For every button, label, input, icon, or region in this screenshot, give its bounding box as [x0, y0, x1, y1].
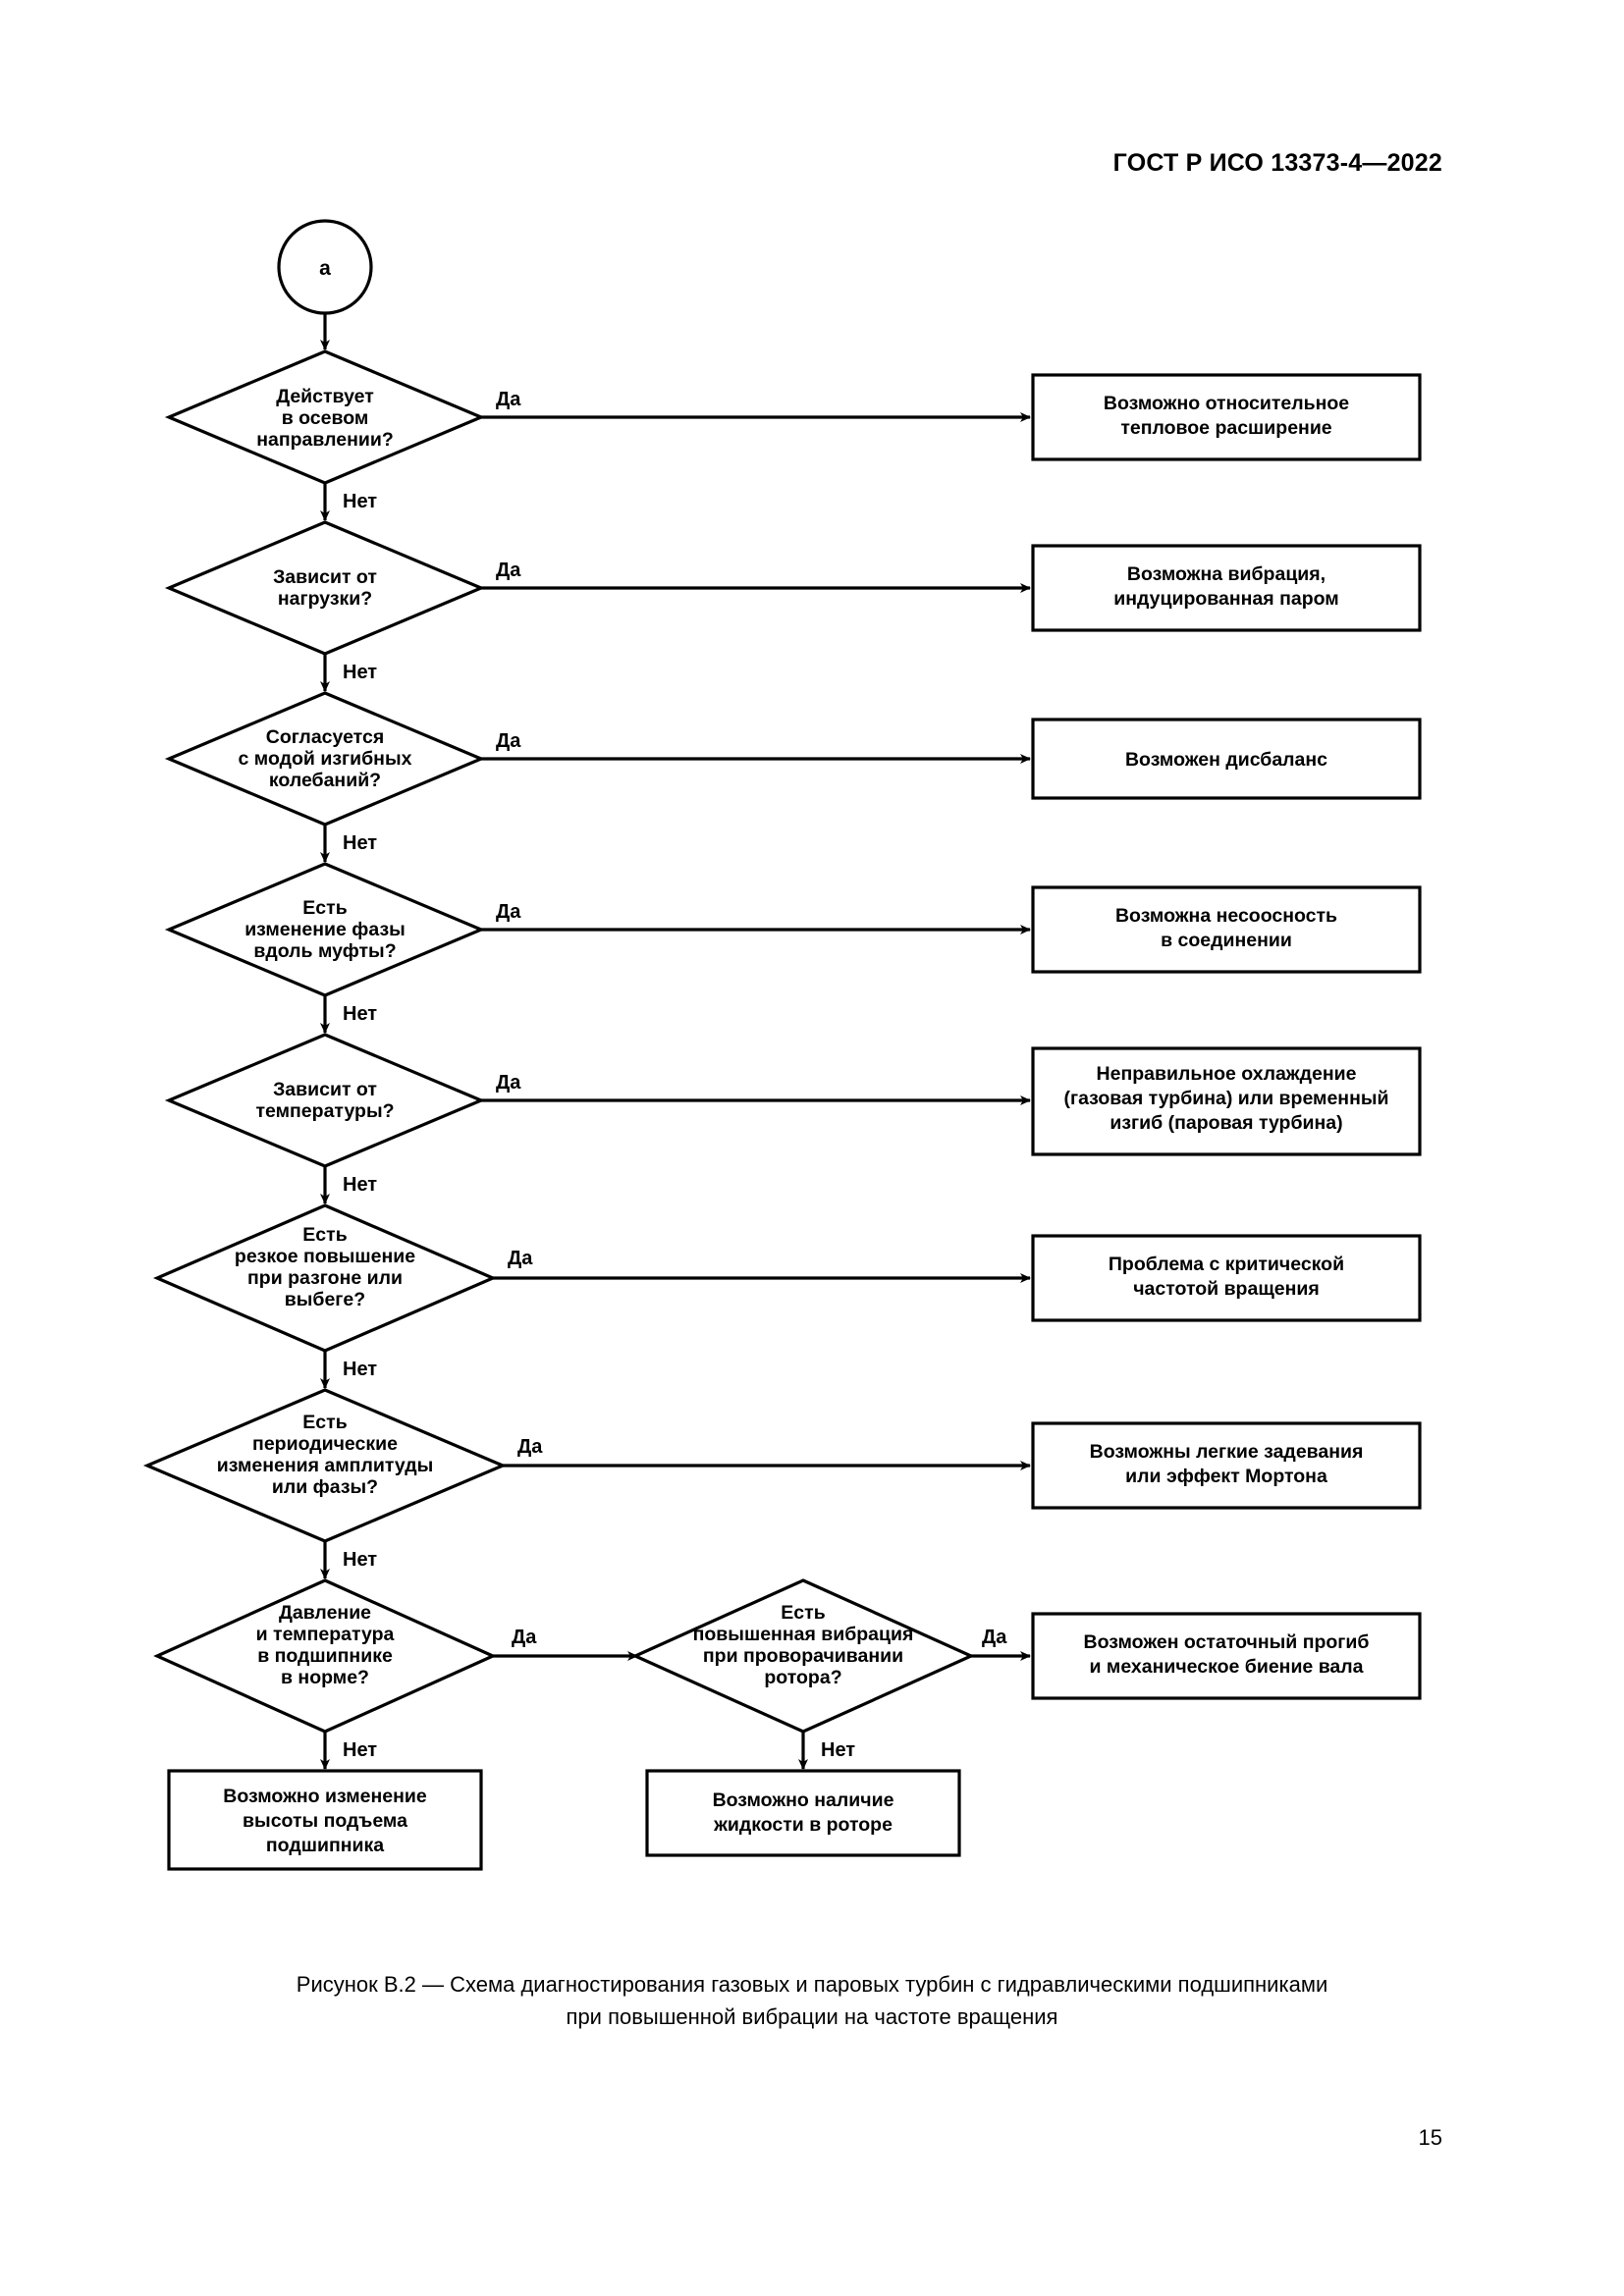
edge-label-phase-shift-no: Нет [343, 1003, 377, 1025]
outcome-rub-morton-line-2: или эффект Мортона [1125, 1466, 1327, 1487]
outcome-cooling-bow-line-2: (газовая турбина) или временный [1063, 1088, 1388, 1109]
edge-label-turning-vib-yes: Да [982, 1627, 1007, 1648]
decision-turning-vib-line-1: Есть [781, 1602, 825, 1624]
decision-bending-mode-line-2: с модой изгибных [239, 748, 412, 770]
outcome-residual-bow-line-2: и механическое биение вала [1089, 1656, 1363, 1678]
outcome-steam-vibration-line-1: Возможна вибрация, [1127, 563, 1326, 585]
decision-temperature: Зависит от температуры? [164, 1033, 486, 1168]
edge-label-periodic-yes: Да [517, 1436, 543, 1458]
outcome-liquid-in-rotor-line-2: жидкости в роторе [713, 1814, 893, 1836]
outcome-critical-speed-line-1: Проблема с критической [1109, 1254, 1344, 1275]
decision-turning-vib-line-3: при проворачивании [703, 1645, 903, 1667]
decision-runup-line-4: выбеге? [285, 1289, 365, 1310]
decision-bearing-norm-line-3: в подшипнике [257, 1645, 393, 1667]
decision-periodic: Есть периодические изменения амплитуды и… [142, 1388, 508, 1543]
edge-label-load-no: Нет [343, 662, 377, 683]
decision-bearing-norm-line-4: в норме? [281, 1667, 369, 1688]
outcome-unbalance: Возможен дисбаланс [1031, 718, 1422, 800]
decision-bearing-norm-line-2: и температура [256, 1624, 395, 1645]
decision-phase-shift-line-1: Есть [302, 897, 347, 919]
decision-axial-line-1: Действует [276, 386, 374, 407]
decision-turning-vib-line-2: повышенная вибрация [693, 1624, 914, 1645]
outcome-misalignment-line-2: в соединении [1161, 930, 1292, 951]
start-node-a: a [277, 219, 373, 315]
outcome-residual-bow: Возможен остаточный прогиб и механическо… [1031, 1612, 1422, 1700]
edge-label-temperature-no: Нет [343, 1174, 377, 1196]
edge-label-bending-mode-yes: Да [496, 730, 521, 752]
outcome-steam-vibration-line-2: индуцированная паром [1113, 588, 1338, 610]
outcome-liquid-in-rotor: Возможно наличие жидкости в роторе [645, 1769, 961, 1857]
decision-phase-shift-line-3: вдоль муфты? [253, 940, 396, 962]
edge-label-bearing-norm-no: Нет [343, 1739, 377, 1761]
edge-label-bearing-norm-yes: Да [512, 1627, 537, 1648]
decision-bending-mode-line-1: Согласуется [266, 726, 384, 748]
outcome-steam-vibration: Возможна вибрация, индуцированная паром [1031, 544, 1422, 632]
decision-temperature-line-1: Зависит от [273, 1079, 377, 1100]
decision-periodic-line-2: периодические [252, 1433, 398, 1455]
outcome-thermal-expansion-line-1: Возможно относительное [1104, 393, 1349, 414]
start-node-label: a [319, 257, 331, 280]
decision-turning-vib: Есть повышенная вибрация при проворачива… [631, 1578, 975, 1734]
decision-bending-mode: Согласуется с модой изгибных колебаний? [164, 691, 486, 827]
edge-label-periodic-no: Нет [343, 1549, 377, 1571]
page-number: 15 [1418, 2125, 1442, 2150]
outcome-cooling-bow-line-1: Неправильное охлаждение [1097, 1063, 1357, 1085]
outcome-bearing-lift-line-2: высоты подъема [243, 1810, 407, 1832]
outcome-cooling-bow: Неправильное охлаждение (газовая турбина… [1031, 1046, 1422, 1156]
decision-runup-line-1: Есть [302, 1224, 347, 1246]
outcome-unbalance-line-1: Возможен дисбаланс [1125, 749, 1327, 771]
outcome-bearing-lift-line-3: подшипника [266, 1835, 384, 1856]
figure-b2-flowchart: a Действует в осевом направлении? Да Нет… [0, 206, 1624, 1963]
edge-label-phase-shift-yes: Да [496, 901, 521, 923]
edge-label-turning-vib-no: Нет [821, 1739, 855, 1761]
decision-load-line-1: Зависит от [273, 566, 377, 588]
outcome-thermal-expansion-line-2: тепловое расширение [1120, 417, 1331, 439]
figure-caption-line-2: при повышенной вибрации на частоте враще… [566, 2004, 1058, 2029]
outcome-thermal-expansion: Возможно относительное тепловое расширен… [1031, 373, 1422, 461]
decision-runup-line-2: резкое повышение [235, 1246, 415, 1267]
outcome-cooling-bow-line-3: изгиб (паровая турбина) [1110, 1112, 1342, 1134]
decision-load-line-2: нагрузки? [278, 588, 372, 610]
edge-label-temperature-yes: Да [496, 1072, 521, 1094]
edge-label-axial-yes: Да [496, 389, 521, 410]
decision-load: Зависит от нагрузки? [164, 520, 486, 656]
edge-label-runup-no: Нет [343, 1359, 377, 1380]
outcome-critical-speed: Проблема с критической частотой вращения [1031, 1234, 1422, 1322]
decision-temperature-line-2: температуры? [255, 1100, 394, 1122]
decision-bearing-norm-line-1: Давление [279, 1602, 371, 1624]
outcome-liquid-in-rotor-line-1: Возможно наличие [713, 1789, 894, 1811]
edge-label-bending-mode-no: Нет [343, 832, 377, 854]
outcome-misalignment-line-1: Возможна несоосность [1115, 905, 1337, 927]
decision-axial: Действует в осевом направлении? [164, 349, 486, 485]
figure-caption: Рисунок В.2 — Схема диагностирования газ… [0, 1968, 1624, 2033]
decision-runup-line-3: при разгоне или [247, 1267, 403, 1289]
decision-phase-shift-line-2: изменение фазы [244, 919, 406, 940]
decision-turning-vib-line-4: ротора? [764, 1667, 841, 1688]
outcome-rub-morton-line-1: Возможны легкие задевания [1090, 1441, 1364, 1463]
figure-caption-line-1: Рисунок В.2 — Схема диагностирования газ… [296, 1972, 1328, 1997]
outcome-bearing-lift-line-1: Возможно изменение [223, 1786, 427, 1807]
decision-axial-line-3: направлении? [256, 429, 394, 451]
edge-label-runup-yes: Да [508, 1248, 533, 1269]
edge-label-load-yes: Да [496, 560, 521, 581]
outcome-misalignment: Возможна несоосность в соединении [1031, 885, 1422, 974]
decision-axial-line-2: в осевом [282, 407, 369, 429]
decision-phase-shift: Есть изменение фазы вдоль муфты? [164, 862, 486, 997]
decision-periodic-line-4: или фазы? [272, 1476, 378, 1498]
outcome-residual-bow-line-1: Возможен остаточный прогиб [1084, 1631, 1370, 1653]
decision-periodic-line-1: Есть [302, 1412, 347, 1433]
outcome-rub-morton: Возможны легкие задевания или эффект Мор… [1031, 1421, 1422, 1510]
document-header-standard-number: ГОСТ Р ИСО 13373-4—2022 [1112, 149, 1442, 177]
decision-bearing-norm: Давление и температура в подшипнике в но… [153, 1578, 497, 1734]
outcome-bearing-lift: Возможно изменение высоты подъема подшип… [167, 1769, 483, 1871]
outcome-critical-speed-line-2: частотой вращения [1133, 1278, 1320, 1300]
edge-label-axial-no: Нет [343, 491, 377, 512]
flowchart-svg: a Действует в осевом направлении? Да Нет… [142, 219, 1422, 1871]
decision-periodic-line-3: изменения амплитуды [217, 1455, 434, 1476]
decision-bending-mode-line-3: колебаний? [269, 770, 381, 791]
decision-runup: Есть резкое повышение при разгоне или вы… [152, 1203, 498, 1353]
